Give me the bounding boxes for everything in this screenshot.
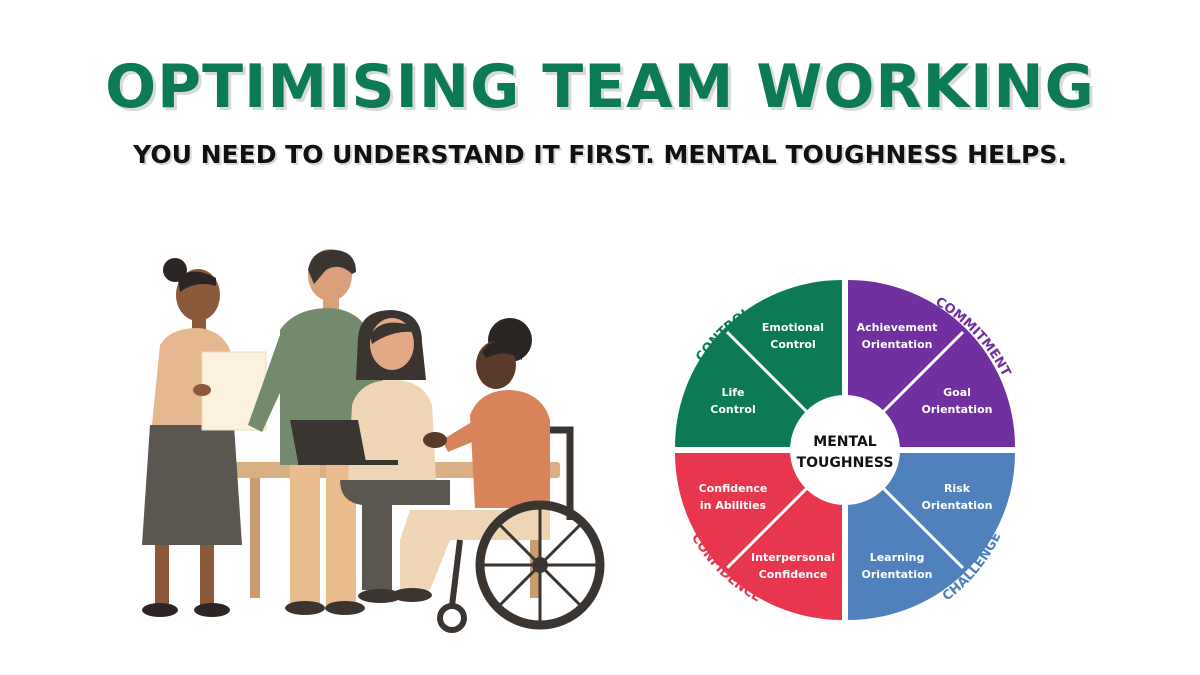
mental-toughness-wheel: MENTAL TOUGHNESS Emotional Control Life … [675,280,1015,620]
segment-life-control-line1: Life [721,386,744,399]
segment-goal-orientation-line1: Goal [943,386,971,399]
seated-woman-figure [290,310,450,603]
segment-interpersonal-confidence-line2: Confidence [759,568,828,581]
segment-emotional-control-line2: Control [770,338,815,351]
center-label-line1: MENTAL [813,434,877,450]
segment-achievement-orientation-line2: Orientation [862,338,933,351]
segment-goal-orientation-line2: Orientation [922,403,993,416]
page-title: OPTIMISING TEAM WORKING [105,52,1095,122]
center-circle [790,395,900,505]
segment-life-control-line2: Control [710,403,755,416]
standing-woman-figure [142,258,267,617]
team-illustration [142,249,605,633]
segment-interpersonal-confidence-line1: Interpersonal [751,551,835,564]
center-label-line2: TOUGHNESS [797,455,894,471]
segment-risk-orientation-line2: Orientation [922,499,993,512]
segment-risk-orientation-line1: Risk [944,482,971,495]
wheelchair-user-figure [392,318,605,633]
segment-learning-orientation-line2: Orientation [862,568,933,581]
page-subtitle: YOU NEED TO UNDERSTAND IT FIRST. MENTAL … [133,140,1067,169]
segment-emotional-control-line1: Emotional [762,321,824,334]
segment-confidence-in-abilities-line1: Confidence [699,482,768,495]
segment-confidence-in-abilities-line2: in Abilities [700,499,767,512]
segment-learning-orientation-line1: Learning [870,551,925,564]
segment-achievement-orientation-line1: Achievement [857,321,938,334]
